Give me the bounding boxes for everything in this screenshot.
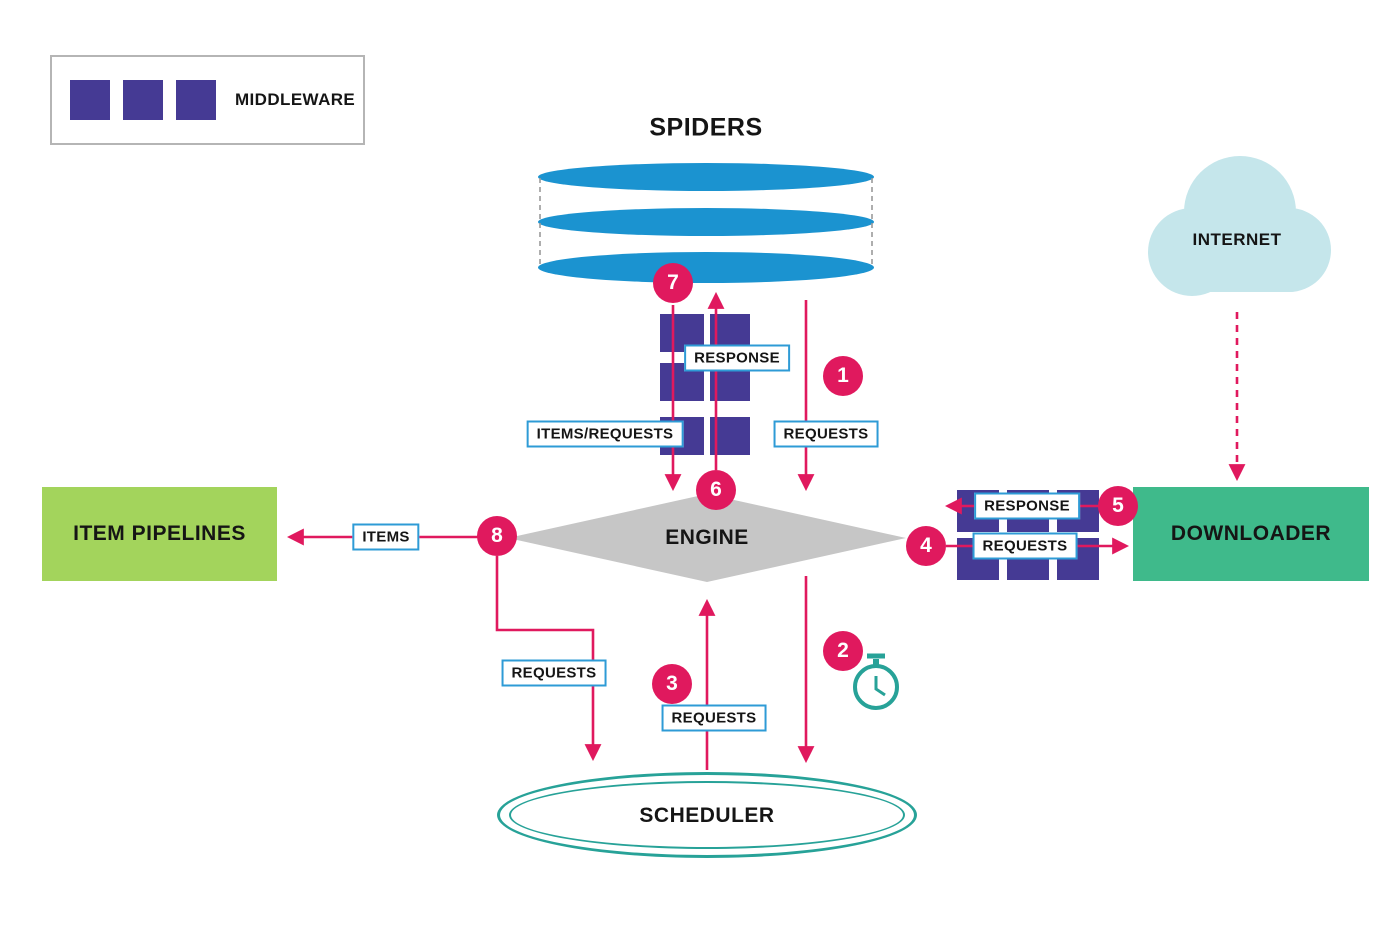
- step-badge-2: 2: [823, 631, 863, 671]
- stopwatch-icon: [853, 653, 899, 710]
- label-requests-from-scheduler: REQUESTS: [661, 704, 767, 732]
- step-badge-8: 8: [477, 516, 517, 556]
- internet-cloud-icon: [1148, 156, 1331, 296]
- spider-disc-1: [538, 163, 874, 191]
- label-items-to-pipelines: ITEMS: [352, 523, 420, 551]
- label-response-to-spiders: RESPONSE: [684, 344, 790, 372]
- item-pipelines-label: ITEM PIPELINES: [73, 522, 246, 545]
- spider-disc-3: [538, 252, 874, 283]
- middleware-swatch-icon: [70, 80, 110, 120]
- spiders-title: SPIDERS: [649, 113, 763, 142]
- downloader-label: DOWNLOADER: [1170, 522, 1332, 545]
- step-badge-6: 6: [696, 470, 736, 510]
- label-items-requests: ITEMS/REQUESTS: [526, 420, 684, 448]
- middleware-swatch-icon: [123, 80, 163, 120]
- scheduler-label: SCHEDULER: [639, 804, 775, 827]
- scheduler-node-inner-ring: [509, 781, 905, 849]
- middleware-swatch-icon: [176, 80, 216, 120]
- label-response-from-downloader: RESPONSE: [974, 492, 1080, 520]
- step-badge-4: 4: [906, 526, 946, 566]
- step-badge-3: 3: [652, 664, 692, 704]
- spider-disc-2: [538, 208, 874, 236]
- label-requests-from-spiders: REQUESTS: [773, 420, 879, 448]
- label-requests-to-downloader: REQUESTS: [972, 532, 1078, 560]
- engine-label: ENGINE: [665, 526, 749, 549]
- internet-label: INTERNET: [1192, 230, 1282, 249]
- label-requests-to-scheduler: REQUESTS: [501, 659, 607, 687]
- arrow-step8-requests: [495, 556, 602, 762]
- item-pipelines-node: ITEM PIPELINES: [42, 487, 277, 581]
- downloader-node: DOWNLOADER: [1133, 487, 1369, 581]
- middleware-legend: MIDDLEWARE: [50, 55, 365, 145]
- step-badge-5: 5: [1098, 486, 1138, 526]
- step-badge-1: 1: [823, 356, 863, 396]
- middleware-legend-label: MIDDLEWARE: [235, 90, 356, 109]
- step-badge-7: 7: [653, 263, 693, 303]
